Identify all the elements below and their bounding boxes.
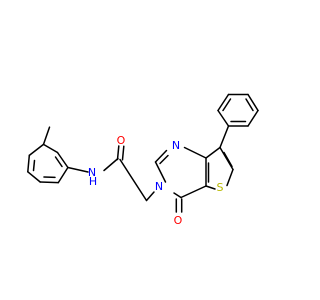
bond (121, 145, 125, 161)
bond (27, 154, 31, 173)
bond (222, 98, 232, 112)
molecule-diagram: N H O N N S O (27, 93, 259, 227)
bond (103, 157, 119, 172)
bond (205, 185, 216, 190)
bond (145, 191, 155, 202)
bond (226, 168, 234, 187)
atom-n3: N (155, 180, 163, 193)
bond (219, 125, 230, 149)
bond (154, 161, 167, 183)
bonds (27, 93, 259, 213)
bond (54, 156, 63, 168)
bond (39, 181, 60, 184)
bond (116, 145, 120, 161)
bond (217, 109, 230, 127)
bond (32, 159, 36, 172)
bond (223, 151, 233, 168)
atom-o-amide: O (117, 134, 126, 147)
bond (205, 146, 221, 159)
atom-h-amide: H (89, 175, 97, 188)
atom-labels: N H O N N S O (88, 134, 224, 227)
bond (217, 93, 230, 112)
bond (183, 146, 207, 159)
bond (42, 143, 59, 154)
bond (247, 93, 259, 112)
bond (28, 143, 45, 157)
bond (180, 185, 207, 199)
bond (159, 154, 169, 165)
bond (27, 171, 41, 183)
molecule-structure-canvas: N H O N N S O (27, 93, 259, 227)
atom-n1: N (172, 139, 180, 152)
bond (173, 192, 182, 199)
atom-s: S (217, 181, 224, 194)
bond (154, 149, 168, 163)
bond (247, 109, 259, 127)
bond (119, 158, 148, 202)
atom-o4: O (174, 214, 183, 227)
bond (56, 151, 69, 169)
bond (57, 166, 69, 184)
atom-n-amide: N (88, 166, 96, 179)
bond (42, 126, 51, 146)
bond (67, 166, 89, 173)
bond (245, 98, 254, 112)
